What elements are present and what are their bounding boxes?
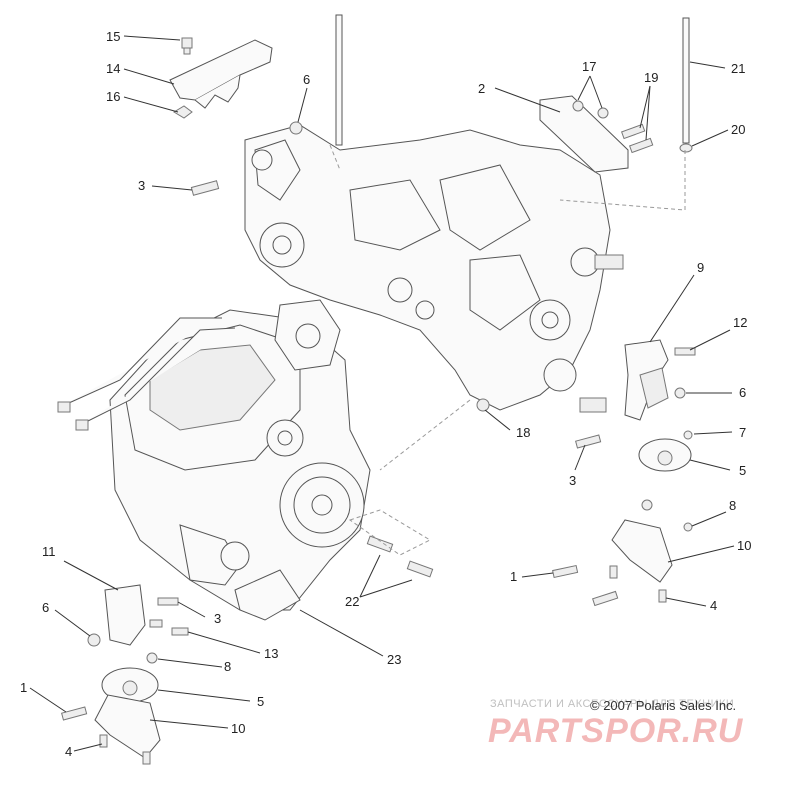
leader-lines [29,35,735,752]
alignment-line [559,150,686,211]
callout-1: 1 [510,569,517,584]
callout-11: 11 [42,544,56,559]
callout-6: 6 [303,72,310,87]
top-bracket [169,37,273,119]
callout-3: 3 [138,178,145,193]
left-mount-bracket [61,584,189,765]
mount-plate [539,95,654,173]
transmission-assembly [244,124,624,413]
long-stud-left [335,14,343,146]
studs [348,509,434,578]
callout-15: 15 [106,29,120,44]
watermark-logo: PARTSPOR.RU [488,712,744,750]
copyright-text: © 2007 Polaris Sales Inc. [590,698,737,713]
callout-16: 16 [106,89,120,104]
callout-22: 22 [345,594,359,609]
callout-21: 21 [731,61,745,76]
callout-2: 2 [478,81,485,96]
alignment-line [329,144,341,171]
callout-9: 9 [697,260,704,275]
callout-4: 4 [65,744,72,759]
callout-1: 1 [20,680,27,695]
nut [476,398,490,412]
callout-10: 10 [737,538,751,553]
callout-7: 7 [739,425,746,440]
nut [289,121,303,135]
callout-18: 18 [516,425,530,440]
callout-23: 23 [387,652,401,667]
callout-10: 10 [231,721,245,736]
callout-6: 6 [42,600,49,615]
callout-3: 3 [214,611,221,626]
callout-labels: 15 14 16 6 3 2 17 19 21 20 9 12 6 7 18 3… [20,29,751,759]
callout-5: 5 [739,463,746,478]
watermark-tagline: ЗАПЧАСТИ И АКСЕССУАРЫ ДЛЯ ТЕХНИКИ [490,698,735,710]
callout-14: 14 [106,61,120,76]
callout-19: 19 [644,70,658,85]
long-stud-right [682,17,690,144]
stud-nut [679,143,693,153]
callout-6: 6 [739,385,746,400]
callout-5: 5 [257,694,264,709]
callout-8: 8 [729,498,736,513]
right-mount-bracket [552,339,696,607]
callout-17: 17 [582,59,596,74]
callout-12: 12 [733,315,747,330]
bolt [190,180,220,196]
callout-4: 4 [710,598,717,613]
callout-8: 8 [224,659,231,674]
callout-3: 3 [569,473,576,488]
engine-assembly [57,299,371,621]
callout-20: 20 [731,122,745,137]
alignment-line [379,399,471,471]
callout-13: 13 [264,646,278,661]
